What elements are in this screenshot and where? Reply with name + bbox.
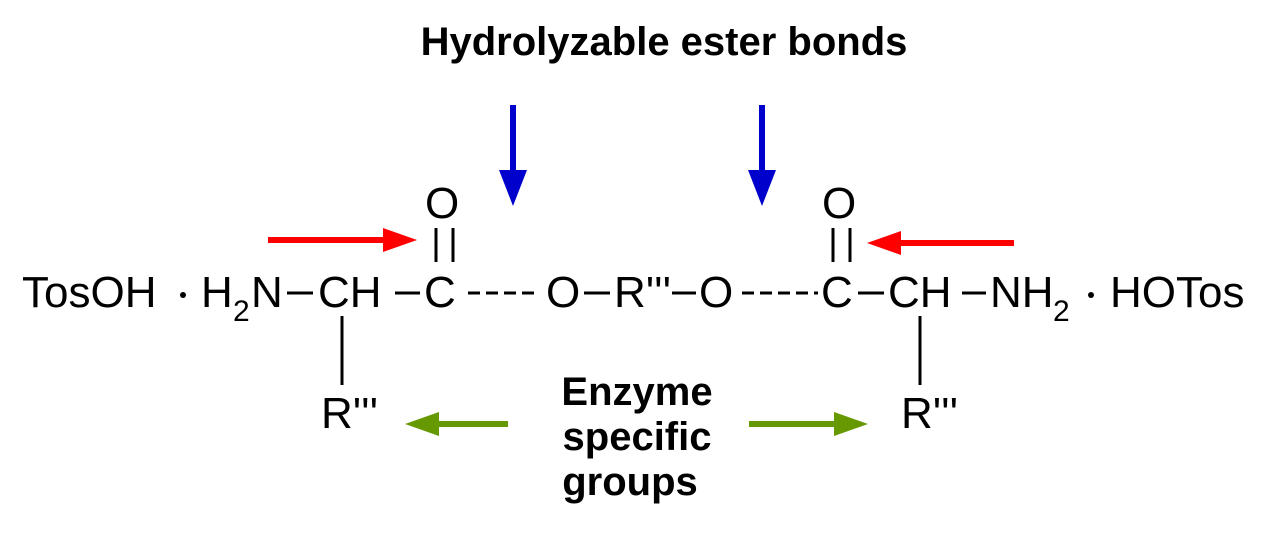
title: Hydrolyzable ester bonds: [421, 20, 908, 64]
enzyme-label-line-3: groups: [562, 460, 698, 504]
right-salt: HOTos: [1110, 268, 1244, 317]
right-amine-subscript: 2: [1053, 295, 1070, 328]
enzyme-arrow-left: [405, 412, 508, 436]
right-amine-nh: NH: [990, 268, 1054, 317]
enzyme-arrow-right: [749, 412, 868, 436]
left-carbonyl-c: C: [424, 268, 456, 317]
right-ch: CH: [888, 268, 952, 317]
center-linker: R''': [614, 268, 671, 317]
left-salt: TosOH: [22, 268, 156, 317]
center-o-right: O: [699, 268, 733, 317]
carbonyl-arrow-right: [867, 231, 1014, 255]
left-carbonyl-o: O: [425, 179, 459, 228]
carbonyl-arrow-left: [268, 228, 417, 252]
right-side-chain: R''': [901, 389, 958, 438]
left-amine-subscript: 2: [233, 295, 250, 328]
left-amine-n: N: [251, 268, 283, 317]
right-carbonyl-o: O: [822, 179, 856, 228]
enzyme-label-line-2: specific: [563, 415, 712, 459]
ester-bond-arrow-left: [499, 105, 527, 206]
right-salt-dot: [1088, 292, 1094, 298]
enzyme-label-line-1: Enzyme: [561, 370, 712, 414]
left-amine-h: H: [201, 268, 233, 317]
left-salt-dot: [180, 292, 186, 298]
left-side-chain: R''': [321, 389, 378, 438]
ester-bond-arrow-right: [748, 105, 776, 206]
right-carbonyl-c: C: [821, 268, 853, 317]
left-ch: CH: [318, 268, 382, 317]
center-o-left: O: [546, 268, 580, 317]
